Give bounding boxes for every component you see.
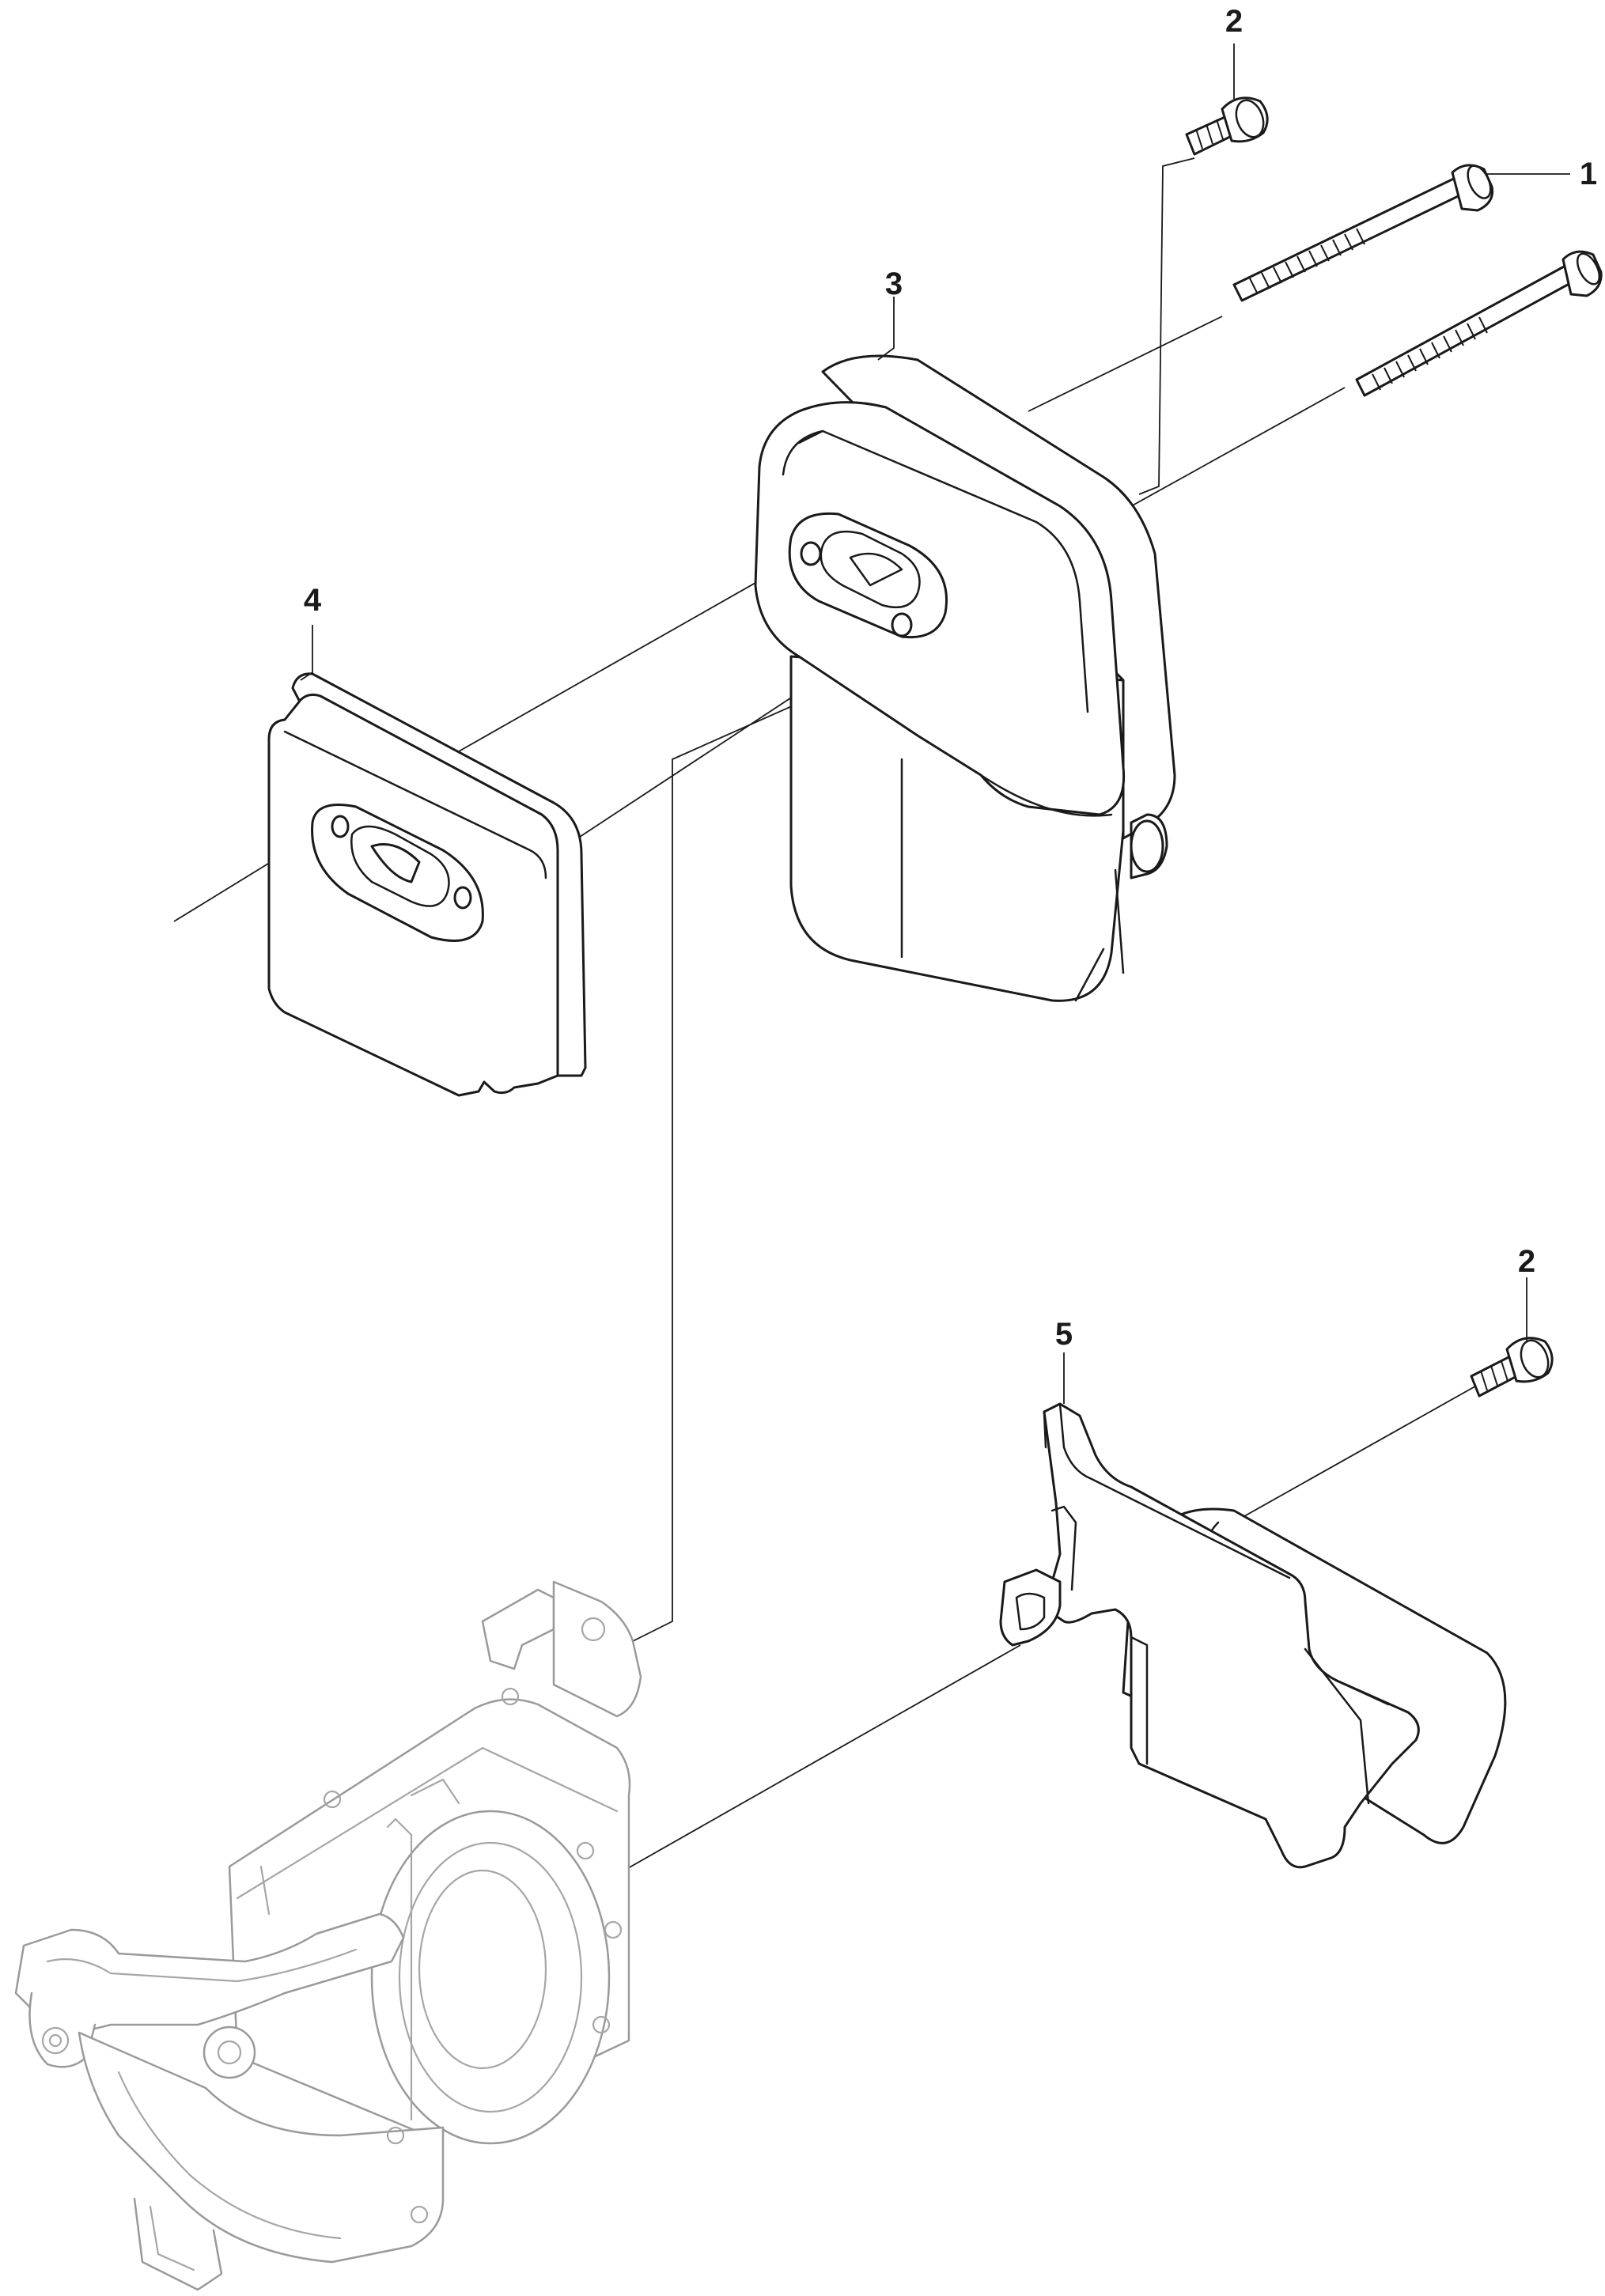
callout-screw-top: 2 xyxy=(1225,4,1243,39)
callout-labels: 1 2 3 4 2 5 xyxy=(304,4,1597,1352)
callout-heat-shield: 5 xyxy=(1055,1317,1073,1352)
callout-bolt: 1 xyxy=(1580,157,1597,191)
callout-leaders xyxy=(300,43,1570,1404)
muffler-body xyxy=(754,354,1176,1002)
long-bolt-upper xyxy=(1232,164,1494,302)
crankcase-reference xyxy=(14,1580,642,2291)
callout-screw-right: 2 xyxy=(1518,1244,1535,1279)
flange-screw-top xyxy=(1185,96,1269,156)
flange-screw-right xyxy=(1470,1337,1554,1398)
heat-shield xyxy=(999,1402,1507,1869)
long-bolt-lower xyxy=(1355,250,1603,397)
gasket-plate xyxy=(267,672,587,1097)
callout-muffler: 3 xyxy=(885,267,903,301)
callout-gasket-plate: 4 xyxy=(304,583,322,618)
